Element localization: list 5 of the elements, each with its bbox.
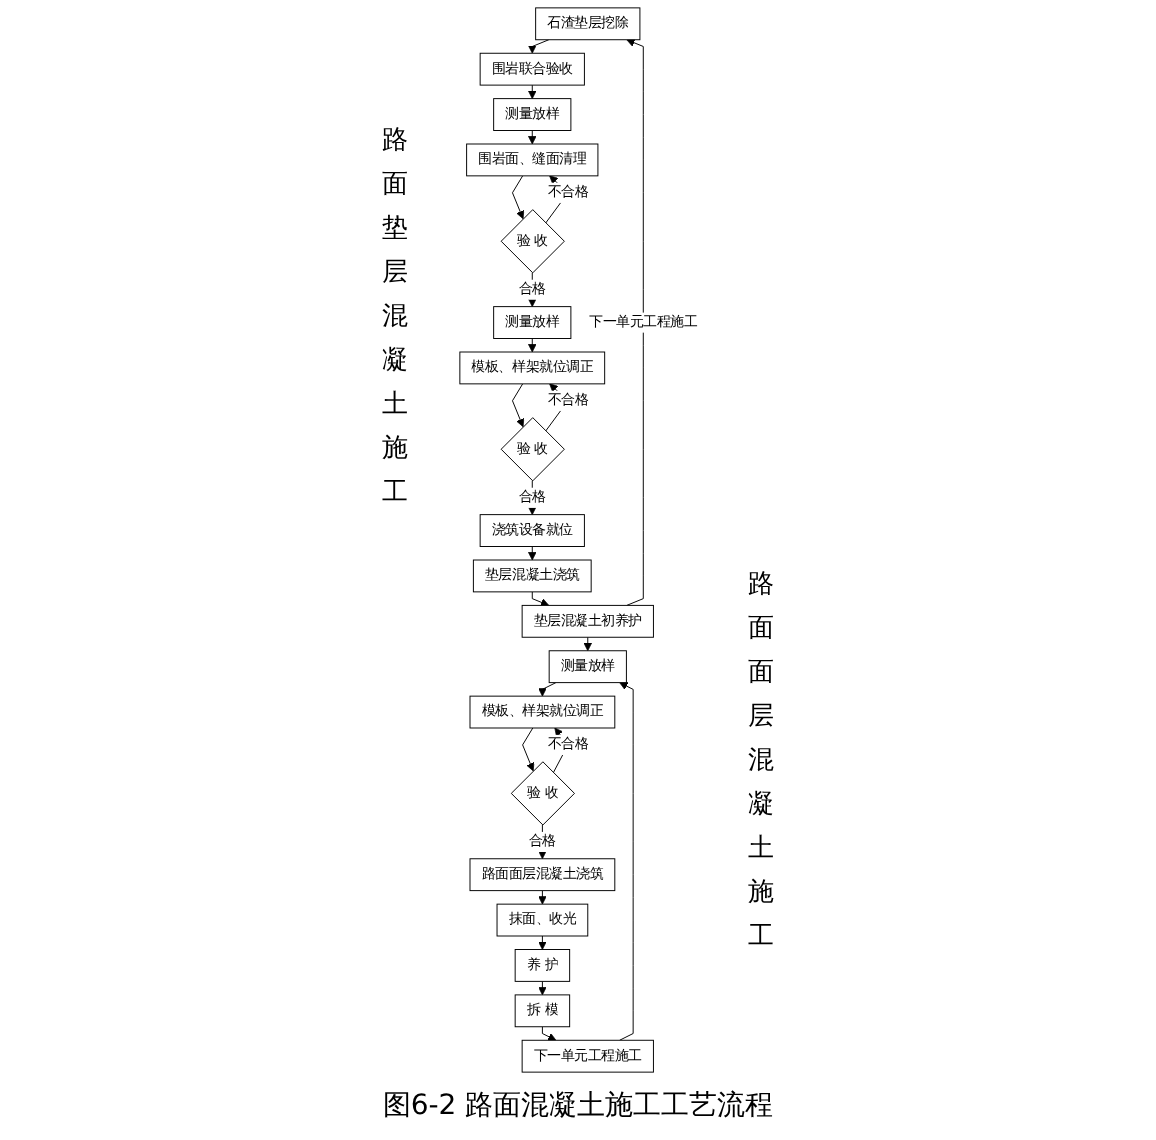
section-label: 路面面层混凝土施工: [746, 568, 775, 956]
arrow: [527, 130, 536, 145]
arrow: [527, 338, 536, 353]
figure-caption: 图6-2 路面混凝土施工工艺流程: [382, 1090, 774, 1122]
section-label: 路面垫层混凝土施工: [381, 124, 410, 512]
